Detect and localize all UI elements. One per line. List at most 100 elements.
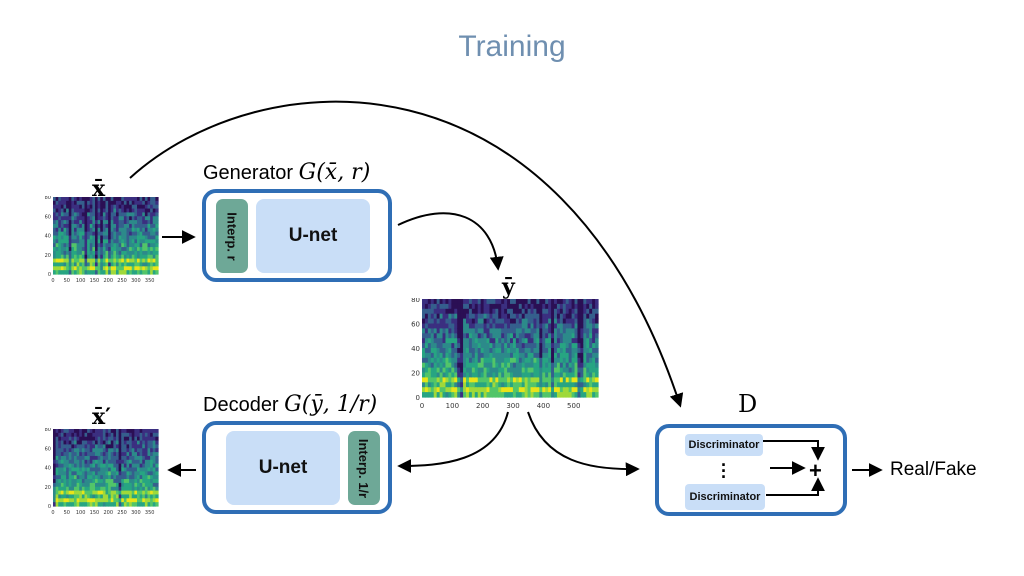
spectrogram-cell	[74, 223, 78, 229]
spectrogram-cell	[533, 387, 537, 393]
spectrogram-cell	[562, 382, 567, 388]
spectrogram-cell	[116, 266, 120, 271]
spectrogram-cell	[468, 387, 473, 393]
spectrogram-cell	[71, 432, 75, 438]
spectrogram-cell	[68, 452, 72, 457]
spectrogram-cell	[129, 235, 133, 240]
spectrogram-cell	[53, 498, 57, 503]
spectrogram-cell	[510, 348, 514, 354]
spectrogram-cell	[110, 235, 114, 240]
spectrogram-cell	[100, 239, 104, 244]
spectrogram-cell	[521, 382, 526, 388]
spectrogram-cell	[79, 448, 83, 453]
spectrogram-cell	[480, 357, 485, 364]
spectrogram-cell	[74, 258, 78, 264]
spectrogram-cell	[116, 208, 120, 213]
spectrogram-cell	[571, 299, 576, 305]
spectrogram-cell	[134, 494, 138, 499]
spectrogram-cell	[144, 436, 149, 442]
spectrogram-cell	[113, 502, 117, 507]
spectrogram-cell	[533, 377, 537, 383]
spectrogram-cell	[134, 254, 138, 260]
spectrogram-cell	[568, 318, 573, 325]
spectrogram-cell	[92, 459, 96, 465]
spectrogram-cell	[559, 343, 564, 349]
spectrogram-cell	[451, 377, 455, 383]
spectrogram-cell	[474, 328, 479, 334]
spectrogram-cell	[580, 362, 584, 369]
spectrogram-cell	[81, 200, 86, 206]
spectrogram-cell	[480, 338, 485, 344]
spectrogram-cell	[68, 502, 72, 507]
spectrogram-cell	[536, 343, 540, 349]
spectrogram-cell	[152, 208, 156, 213]
spectrogram-cell	[533, 323, 537, 329]
spectrogram-cell	[137, 208, 141, 213]
spectrogram-cell	[108, 270, 112, 275]
spectrogram-cell	[63, 223, 67, 229]
spectrogram-cell	[142, 258, 146, 264]
spectrogram-cell	[422, 348, 426, 354]
spectrogram-cell	[63, 463, 67, 469]
spectrogram-cell	[95, 471, 99, 476]
spectrogram-cell	[445, 313, 449, 320]
spectrogram-cell	[108, 432, 112, 438]
spectrogram-cell	[556, 318, 561, 325]
spectrogram-cell	[123, 436, 128, 442]
spectrogram-cell	[100, 444, 104, 449]
spectrogram-cell	[152, 216, 156, 221]
spectrogram-cell	[118, 436, 122, 442]
spectrogram-cell	[79, 208, 83, 213]
spectrogram-cell	[113, 235, 117, 240]
spectrogram-cell	[577, 372, 581, 378]
spectrogram-cell	[439, 372, 444, 378]
spectrogram-cell	[95, 235, 99, 240]
spectrogram-cell	[150, 475, 154, 480]
spectrogram-xtick: 350	[145, 278, 155, 284]
spectrogram-cell	[108, 266, 112, 271]
spectrogram-cell	[571, 308, 576, 315]
spectrogram-cell	[89, 227, 93, 233]
spectrogram-cell	[60, 502, 65, 507]
spectrogram-cell	[129, 227, 133, 233]
spectrogram-cell	[55, 204, 59, 210]
spectrogram-cell	[568, 303, 573, 310]
spectrogram-cell	[495, 343, 499, 349]
spectrogram-cell	[66, 239, 70, 244]
spectrogram-cell	[108, 231, 112, 237]
spectrogram-cell	[97, 227, 101, 233]
spectrogram-xtick: 200	[476, 402, 489, 410]
spectrogram-cell	[433, 392, 438, 398]
spectrogram-cell	[53, 471, 57, 476]
spectrogram-cell	[147, 223, 151, 229]
spectrogram-cell	[137, 254, 141, 260]
spectrogram-cell	[134, 239, 138, 244]
spectrogram-cell	[118, 243, 122, 248]
spectrogram-cell	[468, 338, 473, 344]
spectrogram-cell	[142, 227, 146, 233]
spectrogram-cell	[512, 352, 517, 359]
spectrogram-cell	[565, 348, 570, 354]
spectrogram-cell	[110, 223, 114, 229]
spectrogram-cell	[105, 247, 109, 252]
spectrogram-cell	[105, 448, 109, 453]
spectrogram-cell	[139, 471, 143, 476]
spectrogram-cell	[66, 220, 70, 225]
spectrogram-cell	[144, 479, 149, 484]
spectrogram-cell	[137, 235, 141, 240]
spectrogram-cell	[116, 235, 120, 240]
spectrogram-cell	[87, 258, 91, 264]
spectrogram-cell	[495, 338, 499, 344]
spectrogram-cell	[442, 313, 447, 320]
spectrogram-ytick: 20	[45, 485, 51, 491]
spectrogram-cell	[123, 471, 128, 476]
spectrogram-cell	[129, 482, 133, 488]
spectrogram-cell	[501, 382, 505, 388]
spectrogram-cell	[58, 235, 62, 240]
spectrogram-cell	[515, 387, 520, 393]
spectrogram-cell	[542, 343, 546, 349]
spectrogram-cell	[144, 227, 149, 233]
spectrogram-cell	[116, 262, 120, 267]
spectrogram-cell	[134, 490, 138, 496]
spectrogram-cell	[152, 235, 156, 240]
